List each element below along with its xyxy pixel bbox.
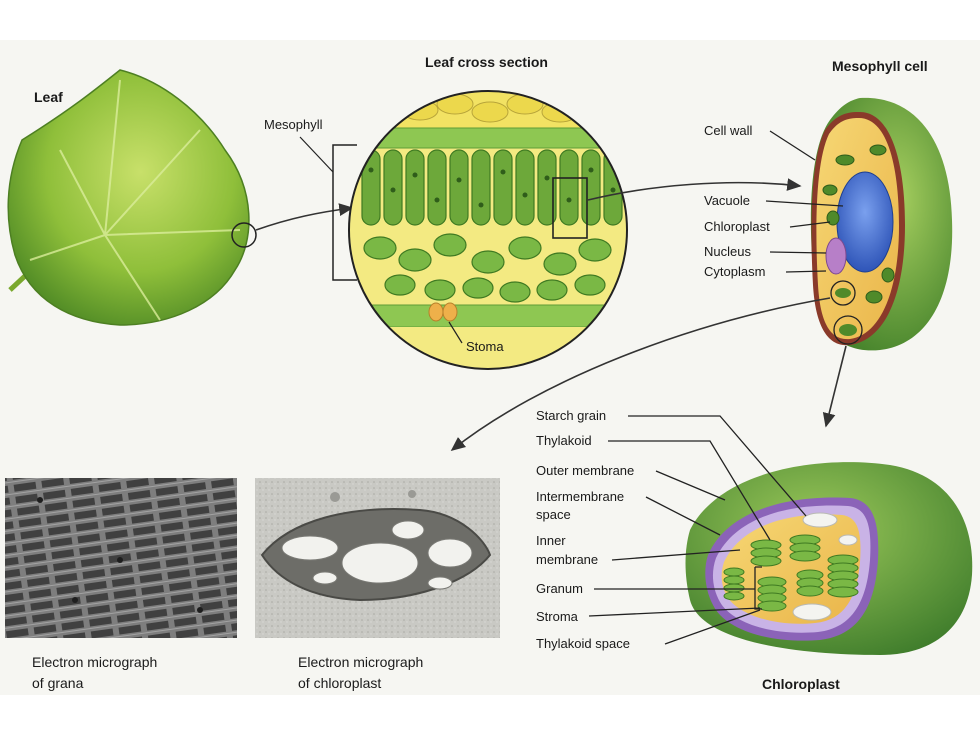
label-starch-grain: Starch grain [536,408,607,423]
label-stoma: Stoma [466,339,504,354]
leaf-cross-section [348,90,628,370]
caption-grana-micrograph: Electron micrograph of grana [32,652,157,694]
cell-zoom-box [552,177,588,239]
title-leaf-cross-section: Leaf cross section [425,54,548,70]
label-granum: Granum [536,581,583,596]
starch-grains [792,512,858,621]
caption-grana-line1: Electron micrograph [32,654,158,670]
caption-grana-line2: of grana [32,675,84,691]
grana-stacks [723,534,859,612]
mesophyll-bracket [332,144,357,281]
chloroplast-illustration [685,462,973,655]
cell-label-leaders [765,130,844,273]
label-intermembrane-line1: Intermembrane [536,489,625,504]
label-chloroplast-small: Chloroplast [704,219,770,234]
nucleus-shape [825,237,847,275]
arrow-section-to-cell [587,178,802,201]
label-cytoplasm: Cytoplasm [704,264,766,279]
arrow-cell-to-micrograph [450,297,831,451]
stoma-pointer [448,321,463,344]
chloroplast-label-leaders [588,415,807,645]
label-outer-membrane: Outer membrane [536,463,635,478]
leaf-illustration [7,69,257,326]
mesophyll-cell-illustration [810,97,953,351]
leaf-zoom-circle [231,222,257,248]
title-mesophyll-cell: Mesophyll cell [832,58,928,74]
title-leaf: Leaf [34,89,63,105]
label-cell-wall: Cell wall [704,123,753,138]
label-inner-membrane-line2: membrane [536,552,599,567]
label-thylakoid: Thylakoid [536,433,592,448]
label-nucleus: Nucleus [704,244,751,259]
label-vacuole: Vacuole [704,193,751,208]
label-mesophyll: Mesophyll [264,117,323,132]
arrow-leaf-to-section [255,203,354,231]
chloroplast-micrograph [255,478,500,638]
grana-micrograph [5,478,237,638]
caption-chloroplast-line1: Electron micrograph [298,654,424,670]
title-chloroplast: Chloroplast [762,676,840,692]
arrow-cell-to-chloroplast [822,345,847,428]
label-inner-membrane-line1: Inner [536,533,566,548]
caption-chloroplast-micrograph: Electron micrograph of chloroplast [298,652,423,694]
label-intermembrane-line2: space [536,507,571,522]
label-stroma: Stroma [536,609,578,624]
label-thylakoid-space: Thylakoid space [536,636,630,651]
caption-chloroplast-line2: of chloroplast [298,675,382,691]
